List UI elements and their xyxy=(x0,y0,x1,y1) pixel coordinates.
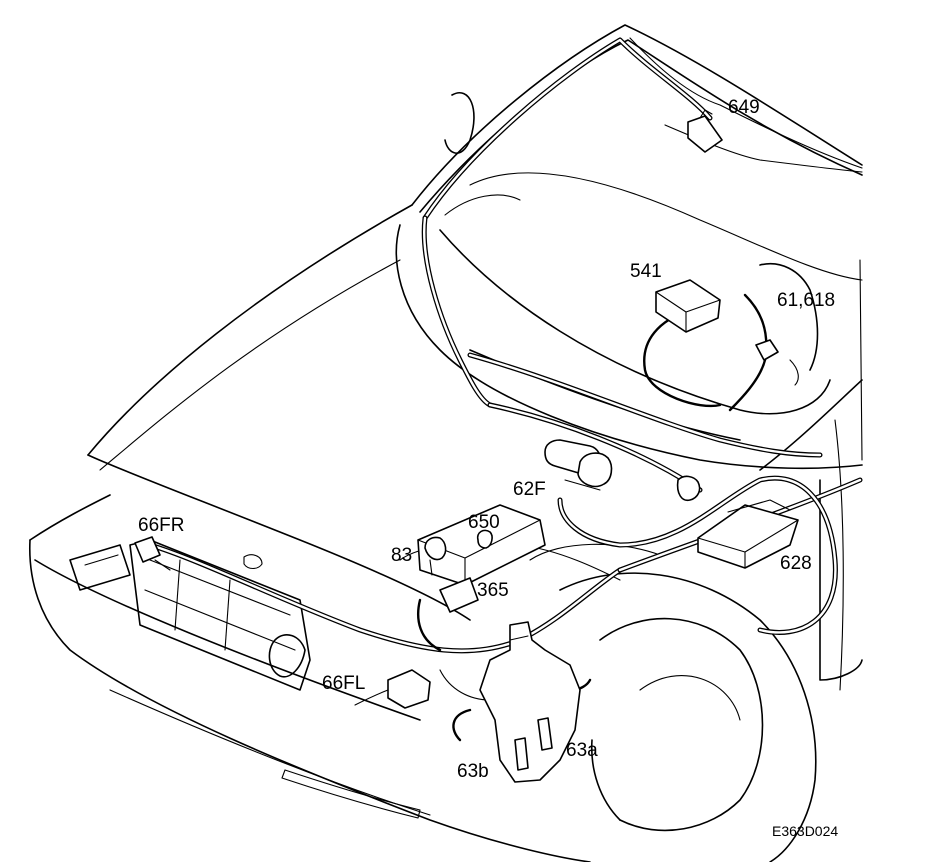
callout-62F: 62F xyxy=(513,479,546,500)
component-650-fuse-box xyxy=(417,504,546,586)
component-365 xyxy=(439,577,479,613)
callout-365: 365 xyxy=(477,580,509,601)
component-66FL-headlight-motor xyxy=(354,669,431,709)
callout-649: 649 xyxy=(728,97,760,118)
component-61-618 xyxy=(755,339,799,386)
component-649 xyxy=(687,109,723,153)
component-washer-reservoir xyxy=(479,621,581,783)
component-628 xyxy=(697,499,799,569)
component-63b-pump xyxy=(514,737,529,771)
drawing-code: E363D024 xyxy=(772,823,838,839)
callout-66FL: 66FL xyxy=(322,673,365,694)
callout-650: 650 xyxy=(468,512,500,533)
component-83 xyxy=(424,536,447,576)
callout-63b: 63b xyxy=(457,761,489,782)
callout-628: 628 xyxy=(780,553,812,574)
callout-61-618: 61,618 xyxy=(777,290,835,311)
callout-83: 83 xyxy=(391,545,412,566)
component-62F-wiper-motor xyxy=(544,439,701,502)
callout-541: 541 xyxy=(630,261,662,282)
callout-66FR: 66FR xyxy=(138,515,184,536)
component-541 xyxy=(655,279,721,333)
callout-63a: 63a xyxy=(566,740,598,761)
component-63a-pump xyxy=(537,717,553,751)
component-66FR-headlight-motor xyxy=(134,536,171,571)
